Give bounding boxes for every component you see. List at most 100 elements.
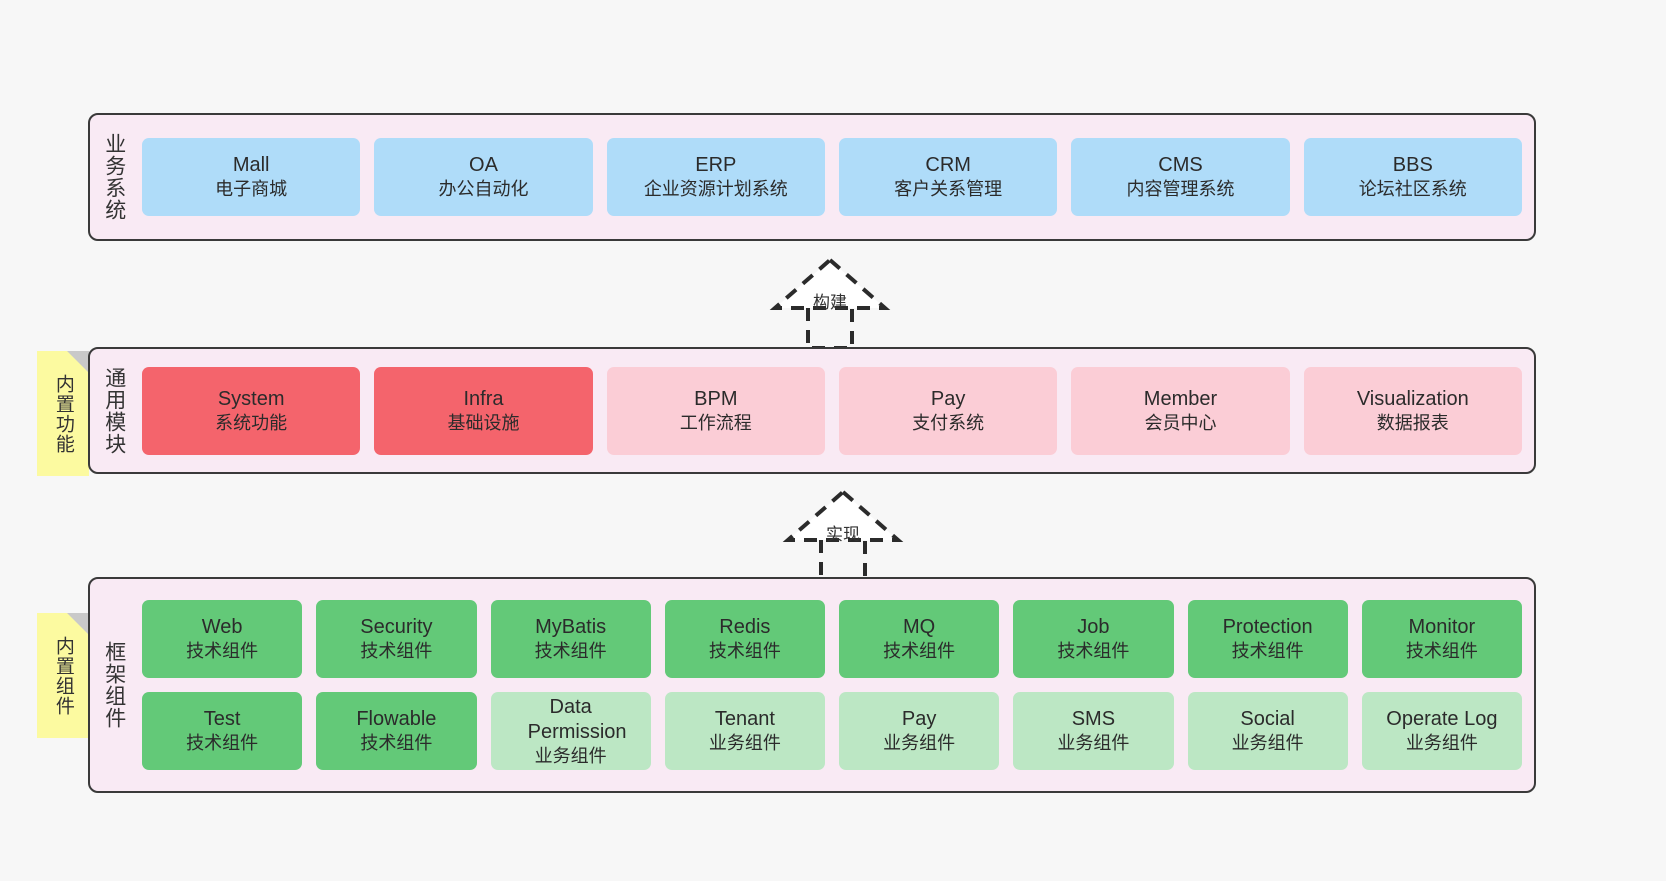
layer-label-framework-components: 框架组件 <box>102 641 126 729</box>
card-subtitle: 业务组件 <box>1057 733 1130 754</box>
sticky-note-builtin-components: 内置组件 <box>37 613 89 738</box>
card-data-permission[interactable]: Data Permission 业务组件 <box>490 692 651 770</box>
card-mybatis[interactable]: MyBatis 技术组件 <box>490 600 651 678</box>
card-title: Protection <box>1222 616 1313 639</box>
card-protection[interactable]: Protection 技术组件 <box>1187 600 1348 678</box>
card-subtitle: 业务组件 <box>883 733 956 754</box>
card-crm[interactable]: CRM 客户关系管理 <box>838 138 1058 216</box>
card-title: Pay <box>901 708 937 731</box>
layer-panel-framework-components: 框架组件 Web 技术组件 Security 技术组件 MyBatis 技术组件… <box>88 577 1536 793</box>
card-title: Security <box>360 616 433 639</box>
card-subtitle: 技术组件 <box>360 733 433 754</box>
card-subtitle: 工作流程 <box>679 412 752 433</box>
card-subtitle: 业务组件 <box>1405 733 1478 754</box>
card-title: BBS <box>1392 154 1433 177</box>
card-title: Social <box>1240 708 1295 731</box>
card-title: MyBatis <box>535 616 607 639</box>
dashed-generalization-arrow-icon <box>769 257 891 350</box>
connector-build: 构建 <box>755 252 905 352</box>
card-subtitle: 会员中心 <box>1144 412 1217 433</box>
card-title: Data Permission <box>527 696 627 743</box>
connector-label: 实现 <box>826 525 860 544</box>
card-system[interactable]: System 系统功能 <box>142 366 361 455</box>
card-title: CRM <box>925 154 971 177</box>
card-redis[interactable]: Redis 技术组件 <box>664 600 825 678</box>
card-title: BPM <box>694 387 738 410</box>
layer-panel-common-modules: 通用模块 System 系统功能 Infra 基础设施 BPM 工作流程 Pay… <box>88 347 1536 474</box>
card-subtitle: 技术组件 <box>1057 641 1130 662</box>
card-subtitle: 业务组件 <box>534 745 607 766</box>
card-job[interactable]: Job 技术组件 <box>1013 600 1174 678</box>
card-title: CMS <box>1158 154 1203 177</box>
card-subtitle: 企业资源计划系统 <box>643 179 788 200</box>
note-fold-corner-icon <box>67 351 89 373</box>
card-title: ERP <box>695 154 737 177</box>
card-title: Monitor <box>1408 616 1476 639</box>
card-erp[interactable]: ERP 企业资源计划系统 <box>606 138 825 216</box>
layer-body-framework-components: Web 技术组件 Security 技术组件 MyBatis 技术组件 Redi… <box>138 579 1534 791</box>
card-title: Operate Log <box>1386 708 1498 731</box>
card-mq[interactable]: MQ 技术组件 <box>839 600 1000 678</box>
card-title: Test <box>203 708 241 731</box>
card-subtitle: 技术组件 <box>186 641 259 662</box>
card-row-technical: Web 技术组件 Security 技术组件 MyBatis 技术组件 Redi… <box>142 600 1522 678</box>
card-web[interactable]: Web 技术组件 <box>142 600 303 678</box>
layer-body-common-modules: System 系统功能 Infra 基础设施 BPM 工作流程 Pay 支付系统… <box>138 349 1534 472</box>
card-title: Tenant <box>714 708 775 731</box>
card-member[interactable]: Member 会员中心 <box>1071 366 1290 455</box>
card-subtitle: 系统功能 <box>215 412 288 433</box>
layer-body-business: Mall 电子商城 OA 办公自动化 ERP 企业资源计划系统 CRM 客户关系… <box>138 115 1534 239</box>
card-title: Web <box>201 616 243 639</box>
card-test[interactable]: Test 技术组件 <box>142 692 303 770</box>
card-row-business: Test 技术组件 Flowable 技术组件 Data Permission … <box>142 692 1522 770</box>
card-sms[interactable]: SMS 业务组件 <box>1013 692 1174 770</box>
card-row: Mall 电子商城 OA 办公自动化 ERP 企业资源计划系统 CRM 客户关系… <box>142 138 1522 216</box>
card-oa[interactable]: OA 办公自动化 <box>374 138 593 216</box>
card-visualization[interactable]: Visualization 数据报表 <box>1303 366 1522 455</box>
card-subtitle: 支付系统 <box>912 412 985 433</box>
card-bbs[interactable]: BBS 论坛社区系统 <box>1303 138 1522 216</box>
card-title: Visualization <box>1356 387 1469 410</box>
card-security[interactable]: Security 技术组件 <box>316 600 477 678</box>
card-pay-business[interactable]: Pay 业务组件 <box>839 692 1000 770</box>
card-cms[interactable]: CMS 内容管理系统 <box>1071 138 1290 216</box>
card-subtitle: 技术组件 <box>1231 641 1304 662</box>
card-infra[interactable]: Infra 基础设施 <box>374 366 593 455</box>
card-subtitle: 基础设施 <box>447 412 520 433</box>
card-subtitle: 论坛社区系统 <box>1358 179 1467 200</box>
card-subtitle: 电子商城 <box>215 179 288 200</box>
card-social[interactable]: Social 业务组件 <box>1187 692 1348 770</box>
card-subtitle: 技术组件 <box>360 641 433 662</box>
layer-label-business: 业务系统 <box>102 133 126 221</box>
card-subtitle: 技术组件 <box>883 641 956 662</box>
card-title: Pay <box>930 387 966 410</box>
card-monitor[interactable]: Monitor 技术组件 <box>1361 600 1522 678</box>
card-subtitle: 数据报表 <box>1376 412 1449 433</box>
card-title: Member <box>1143 387 1218 410</box>
card-subtitle: 内容管理系统 <box>1126 179 1235 200</box>
card-bpm[interactable]: BPM 工作流程 <box>606 366 825 455</box>
card-subtitle: 办公自动化 <box>438 179 529 200</box>
card-pay[interactable]: Pay 支付系统 <box>838 366 1058 455</box>
connector-label: 构建 <box>813 293 847 312</box>
card-mall[interactable]: Mall 电子商城 <box>142 138 361 216</box>
card-subtitle: 技术组件 <box>1405 641 1478 662</box>
card-subtitle: 业务组件 <box>1231 733 1304 754</box>
card-subtitle: 技术组件 <box>534 641 607 662</box>
card-flowable[interactable]: Flowable 技术组件 <box>316 692 477 770</box>
note-fold-corner-icon <box>67 613 89 635</box>
card-title: Redis <box>719 616 771 639</box>
card-operate-log[interactable]: Operate Log 业务组件 <box>1361 692 1522 770</box>
card-title: System <box>217 387 285 410</box>
card-title: SMS <box>1071 708 1116 731</box>
layer-panel-business: 业务系统 Mall 电子商城 OA 办公自动化 ERP 企业资源计划系统 CRM… <box>88 113 1536 241</box>
connector-implement: 实现 <box>768 484 918 584</box>
card-title: MQ <box>903 616 936 639</box>
sticky-note-text: 内置组件 <box>52 635 74 716</box>
sticky-note-text: 内置功能 <box>52 373 74 454</box>
card-title: Infra <box>463 387 504 410</box>
card-row: System 系统功能 Infra 基础设施 BPM 工作流程 Pay 支付系统… <box>142 366 1522 455</box>
card-title: Mall <box>232 154 270 177</box>
card-tenant[interactable]: Tenant 业务组件 <box>664 692 825 770</box>
